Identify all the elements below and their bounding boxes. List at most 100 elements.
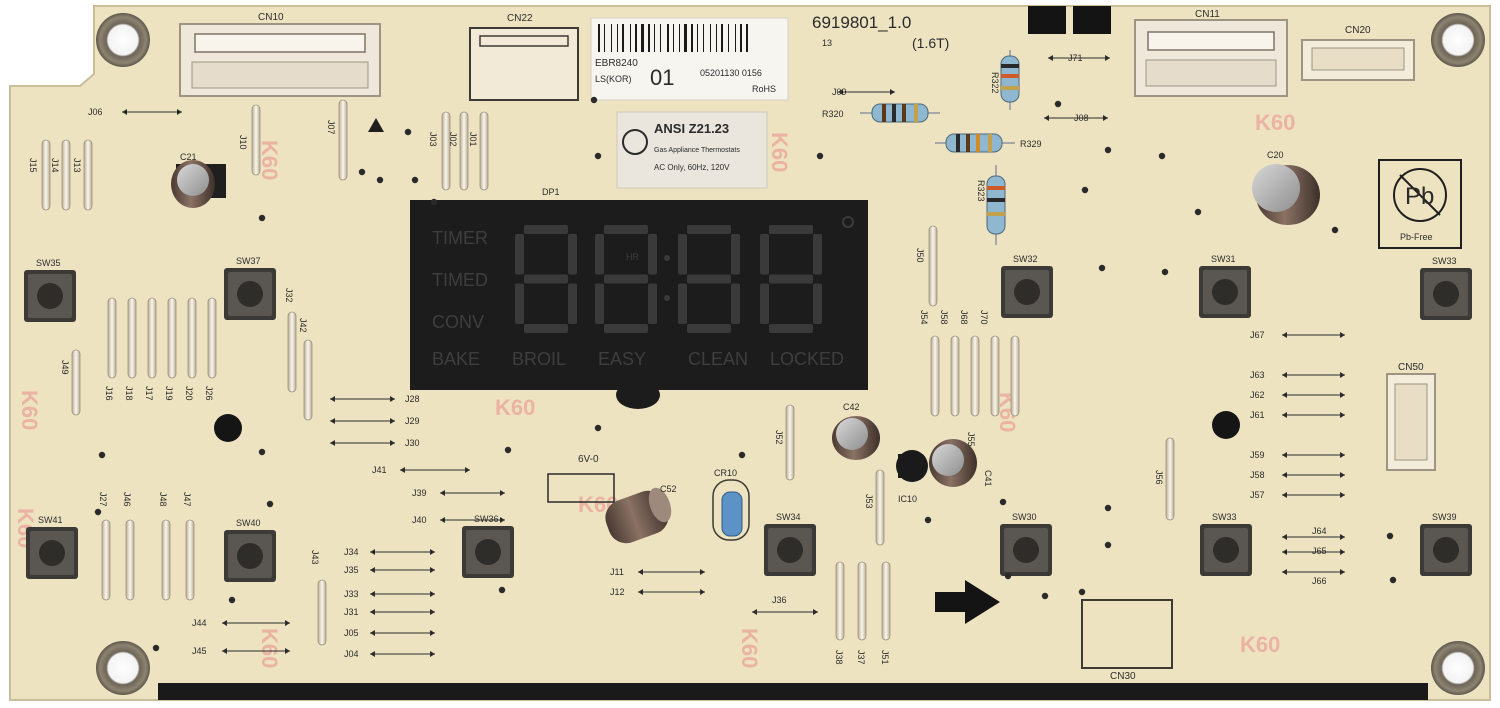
jumper-wire: J13 <box>72 139 93 211</box>
jumper-body <box>41 139 51 211</box>
capacitor-c20: C20 <box>1252 150 1320 225</box>
segment <box>595 283 604 324</box>
via-dot <box>1158 152 1166 160</box>
jumper-arrow <box>1282 372 1287 378</box>
segment <box>568 234 577 275</box>
jumper-label: J05 <box>344 628 359 638</box>
via-dot <box>358 168 366 176</box>
switch-label: SW37 <box>236 256 261 266</box>
via-dots <box>94 96 1397 652</box>
jumper-arrow <box>752 609 757 615</box>
jumper-arrow <box>222 648 227 654</box>
jumper-label: J08 <box>1074 113 1089 123</box>
ic-ic10: IC10 <box>896 450 928 504</box>
jumper-arrow <box>440 517 445 523</box>
jumper-arrow <box>700 569 705 575</box>
jumper-wire: J20 <box>184 297 197 401</box>
jumper-wire: J68 <box>959 310 980 417</box>
seven-segment-digit <box>760 225 822 333</box>
jumper-arrow <box>285 620 290 626</box>
resistor-band <box>1001 86 1019 90</box>
jumper-wire: J10 <box>238 104 261 176</box>
segment <box>731 283 740 324</box>
via-dot <box>98 451 106 459</box>
via-dot <box>228 596 236 604</box>
jumper-wire: J46 <box>122 492 135 601</box>
segment <box>678 234 687 275</box>
jumper-body <box>857 561 867 641</box>
c21-label: C21 <box>180 152 197 162</box>
jumper-link: J58 <box>1250 470 1345 480</box>
jumper-body <box>107 297 117 379</box>
via-dot <box>498 586 506 594</box>
jumper-label: J64 <box>1312 526 1327 536</box>
switch-label: SW36 <box>474 514 499 524</box>
tactile-switch: SW34 <box>764 512 816 576</box>
resistor-r320: R320 <box>822 103 940 123</box>
capacitor-top <box>836 418 868 450</box>
jumper-label: J46 <box>122 492 132 507</box>
jumper-link: J34 <box>344 547 435 557</box>
barcode-bar <box>697 24 698 52</box>
jumper-arrow <box>222 620 227 626</box>
via-dot <box>594 152 602 160</box>
jumper-link: J62 <box>1250 390 1345 400</box>
connector-cn11: CN11 <box>1134 9 1288 97</box>
barcode-bar <box>635 24 637 52</box>
jumper-body <box>338 99 348 181</box>
jumper-label: J34 <box>344 547 359 557</box>
jumper-link: J61 <box>1250 410 1345 420</box>
jumper-arrow <box>1282 549 1287 555</box>
display-label-locked: LOCKED <box>770 349 844 369</box>
barcode-bar <box>660 24 661 52</box>
jumper-arrow <box>638 589 643 595</box>
jumper-body <box>835 561 845 641</box>
tactile-switch: SW41 <box>26 515 78 579</box>
jumper-link: J63 <box>1250 370 1345 380</box>
jumper-arrow <box>1282 492 1287 498</box>
jumper-body <box>187 297 197 379</box>
display-label-conv: CONV <box>432 312 484 332</box>
display-label-easy: EASY <box>598 349 646 369</box>
jumper-label: J35 <box>344 565 359 575</box>
jumper-body <box>990 335 1000 417</box>
jumper-wire: J03 <box>428 111 451 191</box>
resistor-r322: R322 <box>990 50 1020 110</box>
cn11-slot <box>1147 31 1275 51</box>
resistor-band <box>956 134 960 152</box>
jumper-label: J20 <box>184 386 194 401</box>
r323-label: R323 <box>976 180 986 202</box>
via-dot <box>1098 264 1106 272</box>
jumper-label: J38 <box>834 650 844 665</box>
revision-sub: 13 <box>822 38 832 48</box>
switch-label: SW39 <box>1432 512 1457 522</box>
barcode-bar <box>622 24 624 52</box>
jumper-body <box>928 225 938 307</box>
capacitors: C21 C20 C42 C41 C52 CR10 <box>171 150 1320 544</box>
display-degree-dot <box>842 216 854 228</box>
jumper-arrow <box>465 467 470 473</box>
jumper-link: J04 <box>344 649 435 659</box>
pb-strike-icon <box>1399 174 1441 216</box>
barcode-bar <box>740 24 742 52</box>
seven-segment-digit <box>515 225 577 333</box>
jumper-arrow <box>370 591 375 597</box>
jumper-body <box>785 404 795 481</box>
r322-label: R322 <box>990 72 1000 94</box>
jumper-label: J17 <box>144 386 154 401</box>
jumper-label: J16 <box>104 386 114 401</box>
jumper-label: J09 <box>832 87 847 97</box>
resistor-band <box>1001 64 1019 68</box>
jumper-body <box>167 297 177 379</box>
tactile-switch: SW33 <box>1420 256 1472 320</box>
jumper-link: J31 <box>344 607 435 617</box>
jumper-label: J61 <box>1250 410 1265 420</box>
resistor-band <box>882 104 886 122</box>
jumper-label: J56 <box>1154 470 1164 485</box>
tactile-switch: SW31 <box>1199 254 1251 318</box>
display-label-clean: CLEAN <box>688 349 748 369</box>
jumper-wire: J01 <box>468 111 489 191</box>
jumper-link: J09 <box>832 87 895 97</box>
jumper-body <box>71 349 81 416</box>
segment <box>813 234 822 275</box>
